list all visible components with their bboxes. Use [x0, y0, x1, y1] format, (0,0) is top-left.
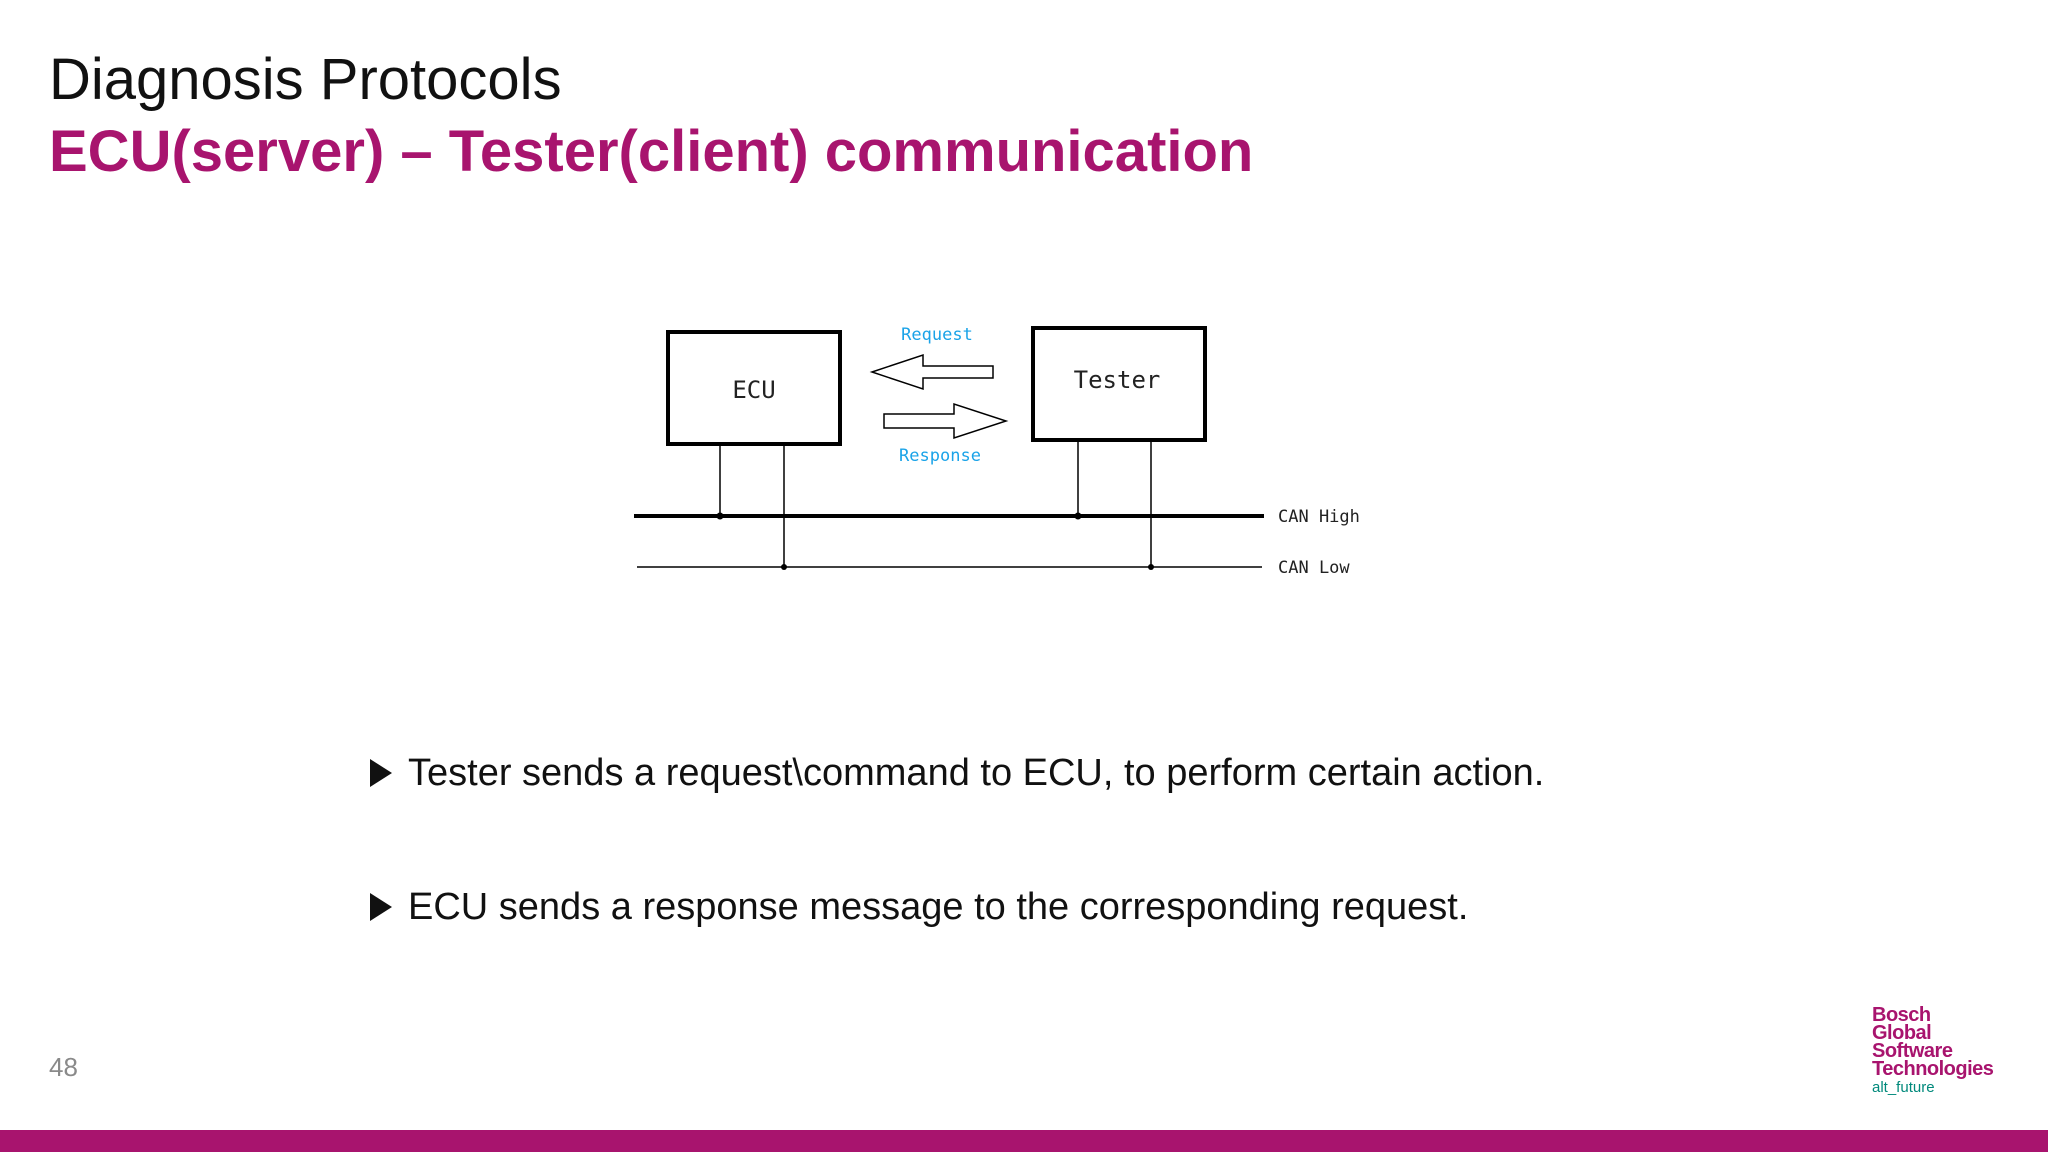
request-arrow — [869, 353, 994, 391]
can-high-label: CAN High — [1278, 507, 1360, 527]
junction-dot — [1148, 564, 1154, 570]
slide-title: Diagnosis Protocols — [49, 47, 562, 112]
response-arrow — [883, 402, 1009, 440]
tester-node-box — [1031, 326, 1207, 442]
junction-dot — [1074, 512, 1082, 520]
request-edge-label: Request — [901, 325, 973, 345]
junction-dot — [781, 564, 787, 570]
tester-node-label: Tester — [1074, 366, 1161, 394]
bullet-item: Tester sends a request\command to ECU, t… — [370, 745, 1544, 801]
logo-line: Software — [1872, 1040, 1953, 1062]
logo-line: Global — [1872, 1022, 1932, 1044]
bullet-text: Tester sends a request\command to ECU, t… — [408, 751, 1545, 794]
bullet-text: ECU sends a response message to the corr… — [408, 885, 1469, 928]
bullet-item: ECU sends a response message to the corr… — [370, 879, 1544, 935]
logo-line: Technologies — [1872, 1058, 1994, 1080]
can-low-label: CAN Low — [1278, 558, 1350, 578]
slide-subtitle: ECU(server) – Tester(client) communicati… — [49, 119, 1254, 184]
ecu-node-box — [666, 330, 842, 446]
page-number: 48 — [49, 1052, 78, 1082]
response-edge-label: Response — [899, 446, 981, 466]
junction-dot — [716, 512, 724, 520]
triangle-bullet-icon — [370, 893, 392, 921]
bosch-logo: Bosch Global Software Technologies alt_f… — [1872, 1004, 1994, 1098]
bullet-list: Tester sends a request\command to ECU, t… — [370, 745, 1544, 935]
logo-line: Bosch — [1872, 1004, 1931, 1026]
ecu-node-label: ECU — [732, 376, 775, 404]
bottom-accent-bar — [0, 1130, 2048, 1152]
triangle-bullet-icon — [370, 759, 392, 787]
logo-tagline: alt_future — [1872, 1079, 1935, 1096]
ecu-tester-diagram: ECU Tester Request Response CAN High CAN… — [634, 325, 1360, 578]
